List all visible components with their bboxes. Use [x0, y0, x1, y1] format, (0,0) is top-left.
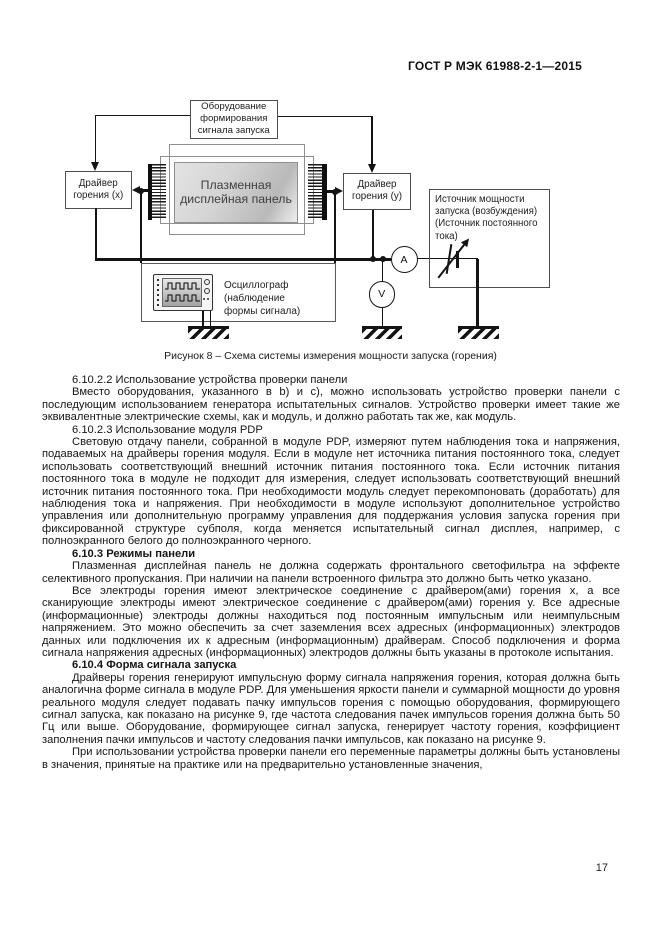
figure-8-diagram: Оборудование формирования сигнала запуск…	[0, 95, 661, 347]
signal-equipment-box: Оборудование формирования сигнала запуск…	[190, 100, 278, 139]
paragraph: Плазменная дисплейная панель не должна с…	[42, 560, 620, 585]
scope-pip	[207, 298, 209, 300]
arrow-down-icon	[367, 164, 376, 173]
wire	[277, 115, 372, 117]
body-text: 6.10.2.2 Использование устройства провер…	[42, 374, 620, 771]
wire	[140, 190, 142, 263]
wire	[94, 208, 98, 258]
oscilloscope-box	[141, 263, 336, 322]
power-source-box: Источник мощности запуска (возбуждения) …	[429, 189, 550, 288]
scope-knob	[204, 287, 210, 294]
wire	[95, 257, 391, 261]
probe-pin	[209, 310, 212, 326]
wire	[475, 258, 479, 326]
plasma-display-panel: Плазменная дисплейная панель	[174, 161, 298, 223]
arrow-right-icon	[335, 187, 343, 195]
wire	[381, 259, 384, 282]
paragraph: При использовании устройства проверки па…	[42, 746, 620, 771]
wire	[334, 191, 336, 263]
wire	[327, 190, 336, 193]
oscilloscope-icon	[153, 274, 213, 311]
section-heading: 6.10.2.2 Использование устройства провер…	[72, 374, 348, 386]
wire	[372, 210, 374, 258]
wire	[95, 114, 190, 117]
electrode-teeth	[152, 164, 166, 220]
paragraph: Вместо оборудования, указанного в b) и c…	[42, 386, 620, 424]
figure-caption: Рисунок 8 – Схема системы измерения мощн…	[164, 350, 497, 362]
wire	[94, 114, 96, 163]
panel-outer-frame	[169, 144, 305, 235]
probe-pin	[202, 310, 204, 326]
document-header: ГОСТ Р МЭК 61988-2-1—2015	[408, 59, 582, 73]
electrode-comb-left	[147, 164, 166, 220]
electrode-bar	[147, 164, 152, 220]
wire	[371, 115, 373, 165]
section-heading: 6.10.3 Режимы панели	[72, 547, 196, 560]
scope-knob	[204, 279, 210, 285]
paragraph: Световую отдачу панели, собранной в моду…	[42, 436, 620, 548]
arrow-left-icon	[132, 186, 140, 195]
wire	[381, 307, 384, 326]
paragraph: Все электроды горения имеют электрическо…	[42, 584, 620, 659]
scope-buttons	[156, 279, 159, 307]
scope-pip	[203, 298, 205, 300]
page-number: 17	[595, 862, 608, 874]
electrode-comb-right	[308, 164, 327, 220]
source-plate-short	[456, 250, 460, 268]
ammeter: A	[390, 246, 418, 273]
scope-screen	[162, 278, 202, 307]
junction-dot	[370, 256, 376, 263]
driver-x-box: Драйвер горения (x)	[64, 171, 132, 209]
ground-icon	[188, 326, 229, 339]
driver-y-box: Драйвер горения (y)	[343, 172, 411, 210]
arrow-down-icon	[90, 162, 99, 171]
ground-icon	[458, 326, 499, 339]
paragraph: Драйверы горения генерируют импульсную ф…	[42, 671, 620, 746]
section-heading: 6.10.2.3 Использование модуля PDP	[72, 423, 263, 436]
electrode-bar	[322, 164, 327, 220]
section-heading: 6.10.4 Форма сигнала запуска	[72, 659, 237, 672]
oscilloscope-label: Осциллограф (наблюдение формы сигнала)	[224, 280, 301, 317]
electrode-teeth	[308, 164, 323, 220]
ground-icon	[362, 326, 402, 339]
voltmeter: V	[368, 281, 395, 308]
